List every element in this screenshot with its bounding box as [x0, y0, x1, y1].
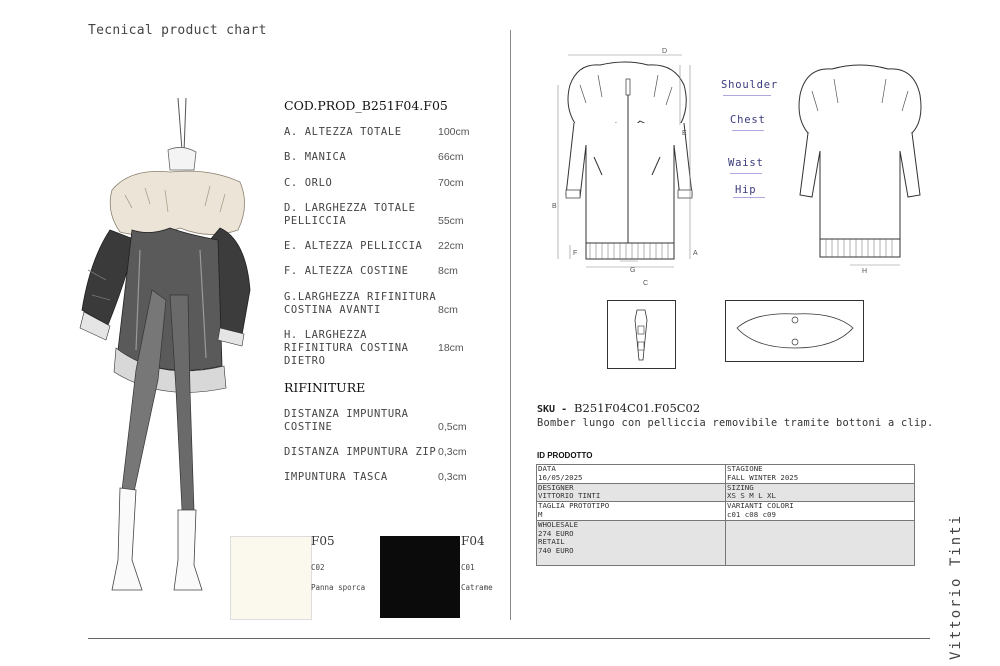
- spec-label: C. ORLO: [284, 177, 333, 189]
- table-cell: SIZING XS S M L XL: [725, 482, 915, 503]
- spec-value: 70cm: [438, 177, 464, 189]
- table-row: WHOLESALE 274 EURO RETAIL 740 EURO: [536, 519, 915, 566]
- flat-label-e: E: [682, 130, 687, 137]
- spec-label: F. ALTEZZA COSTINE: [284, 265, 409, 277]
- spec-value: 100cm: [438, 126, 470, 138]
- measure-shoulder: Shoulder: [721, 79, 778, 91]
- id-prodotto-title: ID PRODOTTO: [537, 451, 593, 460]
- spec-label: A. ALTEZZA TOTALE: [284, 126, 402, 138]
- swatch-color-name: Catrame: [461, 583, 493, 592]
- rifiniture-title: RIFINITURE: [284, 380, 366, 395]
- measure-waist: Waist: [728, 157, 764, 169]
- zip-detail: [607, 300, 676, 369]
- rifiniture-value: 0,3cm: [438, 471, 467, 483]
- cell-value: 16/05/2025: [538, 472, 583, 482]
- page-title: Tecnical product chart: [88, 23, 267, 38]
- table-cell: VARIANTI COLORI c01 c08 c09: [725, 501, 915, 521]
- cell-label: DATA: [538, 464, 556, 473]
- rifiniture-label: IMPUNTURA TASCA: [284, 471, 388, 483]
- cell-value: VITTORIO TINTI: [538, 491, 601, 501]
- table-cell: [725, 519, 915, 566]
- cell-label: RETAIL: [538, 537, 565, 547]
- column-divider: [510, 30, 511, 620]
- designer-name: Vittorio Tinti: [948, 513, 964, 660]
- spec-label: B. MANICA: [284, 151, 347, 163]
- measure-chest: Chest: [730, 114, 766, 126]
- cell-label: DESIGNER: [538, 482, 574, 492]
- sku-prefix: SKU -: [537, 404, 568, 415]
- swatch-code: F05: [311, 534, 335, 548]
- swatch-f05: [230, 536, 312, 620]
- measure-underline: [723, 95, 771, 96]
- spec-label: D. LARGHEZZA TOTALE PELLICCIA: [284, 202, 416, 227]
- measure-underline: [733, 197, 765, 198]
- cell-label: VARIANTI COLORI: [727, 501, 794, 511]
- cell-value: XS S M L XL: [727, 491, 776, 501]
- table-cell: STAGIONE FALL WINTER 2025: [725, 464, 915, 484]
- fashion-illustration: [79, 97, 251, 591]
- table-cell: WHOLESALE 274 EURO RETAIL 740 EURO: [536, 519, 726, 566]
- table-cell: DESIGNER VITTORIO TINTI: [536, 482, 726, 503]
- flat-sketch-front: [557, 54, 693, 268]
- cell-label: STAGIONE: [727, 464, 763, 473]
- flat-sketch-back: [798, 64, 922, 266]
- spec-value: 22cm: [438, 240, 464, 252]
- cell-value: 274 EURO: [538, 528, 574, 538]
- flat-label-a: A: [693, 250, 698, 257]
- flat-label-f: F: [573, 250, 578, 257]
- cell-value: c01 c08 c09: [727, 509, 776, 519]
- designer-signature: Vittorio Tinti: [940, 514, 970, 660]
- flat-label-h: H: [862, 268, 868, 275]
- measure-hip: Hip: [735, 184, 757, 196]
- rifiniture-label: DISTANZA IMPUNTURA ZIP: [284, 446, 437, 458]
- table-row: DESIGNER VITTORIO TINTI SIZING XS S M L …: [536, 482, 915, 503]
- swatch-code: F04: [461, 534, 485, 548]
- swatch-color-code: C02: [311, 563, 325, 572]
- measure-underline: [730, 173, 762, 174]
- id-prodotto-table: DATA 16/05/2025 STAGIONE FALL WINTER 202…: [536, 464, 915, 566]
- swatch-f04: [380, 536, 460, 618]
- cell-label: SIZING: [727, 482, 754, 492]
- measure-underline: [732, 130, 764, 131]
- sku-description: Bomber lungo con pelliccia removibile tr…: [537, 417, 934, 429]
- cell-value: 740 EURO: [538, 546, 574, 556]
- collar-clip-detail: [725, 300, 864, 362]
- table-cell: DATA 16/05/2025: [536, 464, 726, 484]
- flat-label-g: G: [630, 267, 636, 274]
- footer-divider: [88, 638, 930, 639]
- rifiniture-value: 0,3cm: [438, 446, 467, 458]
- spec-label: H. LARGHEZZA RIFINITURA COSTINA DIETRO: [284, 329, 409, 367]
- cell-label: WHOLESALE: [538, 519, 579, 529]
- spec-value: 8cm: [438, 265, 458, 277]
- table-row: DATA 16/05/2025 STAGIONE FALL WINTER 202…: [536, 464, 915, 484]
- spec-label: E. ALTEZZA PELLICCIA: [284, 240, 423, 252]
- table-cell: TAGLIA PROTOTIPO M: [536, 501, 726, 521]
- product-code-title: COD.PROD_B251F04.F05: [284, 98, 448, 113]
- spec-value: 8cm: [438, 304, 458, 316]
- rifiniture-label: DISTANZA IMPUNTURA COSTINE: [284, 408, 409, 433]
- cell-label: TAGLIA PROTOTIPO: [538, 501, 610, 511]
- rifiniture-value: 0,5cm: [438, 421, 467, 433]
- cell-value: FALL WINTER 2025: [727, 472, 799, 482]
- sku-line: SKU - B251F04C01.F05C02: [537, 401, 700, 415]
- flat-label-c: C: [643, 280, 649, 287]
- swatch-color-name: Panna sporca: [311, 583, 366, 592]
- spec-value: 66cm: [438, 151, 464, 163]
- table-row: TAGLIA PROTOTIPO M VARIANTI COLORI c01 c…: [536, 501, 915, 521]
- sku-value: B251F04C01.F05C02: [574, 401, 701, 415]
- spec-label: G.LARGHEZZA RIFINITURA COSTINA AVANTI: [284, 291, 437, 316]
- flat-label-d: D: [662, 48, 668, 55]
- flat-label-b: B: [552, 203, 557, 210]
- swatch-color-code: C01: [461, 563, 475, 572]
- cell-value: M: [538, 509, 543, 519]
- spec-value: 55cm: [438, 215, 464, 227]
- spec-value: 18cm: [438, 342, 464, 354]
